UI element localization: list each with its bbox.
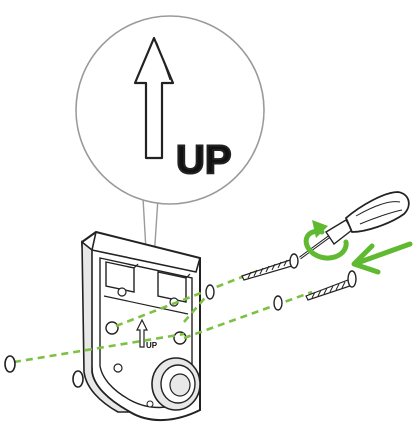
up-arrow-icon [133, 36, 175, 160]
lens-assembly [151, 357, 201, 411]
guide-line-right-upper [115, 268, 261, 328]
push-arrow-icon [351, 241, 413, 275]
alignment-guides [13, 268, 313, 364]
plate-up-label: UP [146, 341, 158, 350]
screw-icon [241, 253, 299, 281]
washer-icon [72, 370, 84, 388]
callout-circle [75, 15, 265, 205]
washer-icon [4, 355, 16, 373]
guide-line-upper [183, 291, 211, 323]
guide-line-lower [13, 332, 185, 364]
washer-icon [273, 295, 283, 311]
guide-line-right-lower [183, 290, 313, 340]
screw-icon [305, 270, 357, 301]
mounting-hole [105, 321, 119, 335]
screwdriver-icon [299, 191, 410, 260]
rotate-arrow-icon [303, 220, 349, 261]
mounting-plate: UP [80, 230, 201, 422]
washer-icon [205, 284, 215, 300]
callout-up-label: UP [176, 138, 232, 182]
plate-up-arrow-icon [136, 318, 148, 348]
callout-magnifier: UP [75, 15, 265, 321]
